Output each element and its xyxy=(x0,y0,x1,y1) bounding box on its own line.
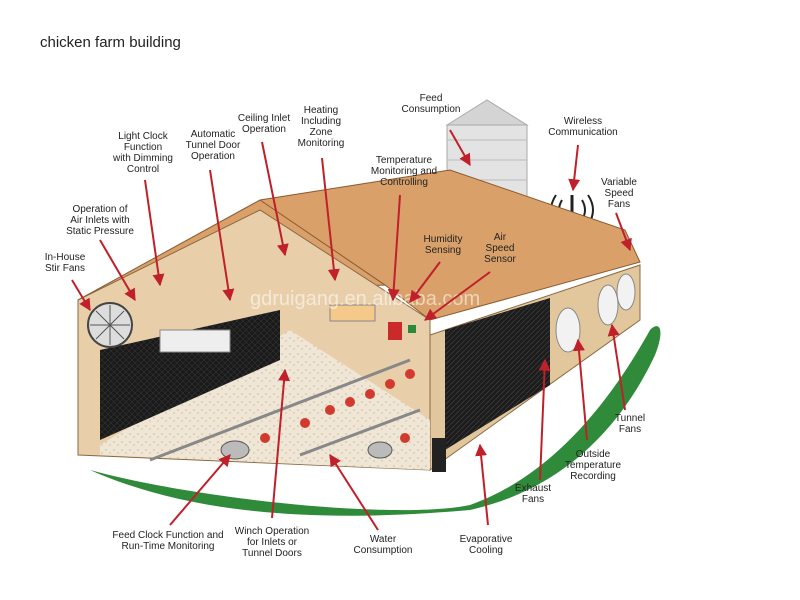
label-line: Speed xyxy=(486,243,515,254)
pointer-lines xyxy=(71,129,632,531)
label-line: Feed xyxy=(420,93,443,104)
label-line: Heating xyxy=(304,105,338,116)
label-line: Sensing xyxy=(425,245,461,256)
winch-motor xyxy=(367,441,393,459)
feeders xyxy=(260,369,415,443)
exhaust-fans xyxy=(555,273,636,353)
label-line: Automatic xyxy=(191,129,235,140)
label-line: Winch Operation xyxy=(235,526,309,537)
label-line: Exhaust xyxy=(515,483,551,494)
label-line: Fans xyxy=(608,199,630,210)
label-line: Water xyxy=(370,534,397,545)
label-line: Fans xyxy=(619,424,641,435)
label-line: Stir Fans xyxy=(45,263,85,274)
label-line: Variable xyxy=(601,177,637,188)
label-line: Communication xyxy=(548,127,617,138)
floor xyxy=(100,330,430,470)
heater xyxy=(159,329,231,353)
label-line: Control xyxy=(127,164,159,175)
label-line: Zone xyxy=(310,127,333,138)
label-line: Function xyxy=(124,142,162,153)
label-line: Tunnel Doors xyxy=(242,548,302,559)
heater xyxy=(329,304,376,322)
label-line: Cooling xyxy=(469,545,503,556)
label-line: Air xyxy=(494,232,507,243)
label-line: Speed xyxy=(605,188,634,199)
label-line: Consumption xyxy=(354,545,413,556)
label-line: Controlling xyxy=(380,177,428,188)
label-line: Operation xyxy=(191,151,235,162)
label-line: Sensor xyxy=(484,254,516,265)
label-line: Consumption xyxy=(402,104,461,115)
label-line: In-House xyxy=(45,252,86,263)
label-line: Recording xyxy=(570,471,616,482)
label-line: Tunnel Door xyxy=(186,140,241,151)
label-line: Temperature xyxy=(565,460,622,471)
label-line: Light Clock xyxy=(118,131,168,142)
feed-line xyxy=(299,408,421,457)
label-line: Air Inlets with xyxy=(70,215,129,226)
drain-box xyxy=(432,438,446,472)
page-title: chicken farm building xyxy=(40,34,181,51)
sensor-box xyxy=(408,325,416,333)
watermark: gdruigang.en.alibaba.com xyxy=(250,288,480,310)
label-line: Run-Time Monitoring xyxy=(122,541,215,552)
label-line: Temperature xyxy=(376,155,433,166)
evaporative-pad xyxy=(445,298,550,450)
label-line: Static Pressure xyxy=(66,226,134,237)
tunnel-door xyxy=(100,310,280,440)
label-line: Including xyxy=(301,116,341,127)
stir-fan-icon xyxy=(87,302,133,348)
label-line: Wireless xyxy=(564,116,602,127)
label-line: Fans xyxy=(522,494,544,505)
label-line: Feed Clock Function and xyxy=(112,530,223,541)
label-line: Operation xyxy=(242,124,286,135)
label-line: Tunnel xyxy=(615,413,645,424)
label-line: Evaporative xyxy=(460,534,513,545)
winch-motor xyxy=(220,440,250,460)
label-line: Operation of xyxy=(72,204,127,215)
label-line: with Dimming xyxy=(112,153,173,164)
label-line: Ceiling Inlet xyxy=(238,113,290,124)
label-line: Humidity xyxy=(424,234,463,245)
control-box xyxy=(388,322,402,340)
label-line: Monitoring xyxy=(298,138,345,149)
label-line: Outside xyxy=(576,449,611,460)
label-line: Monitoring and xyxy=(371,166,437,177)
feed-line xyxy=(149,358,411,462)
label-line: for Inlets or xyxy=(247,537,298,548)
